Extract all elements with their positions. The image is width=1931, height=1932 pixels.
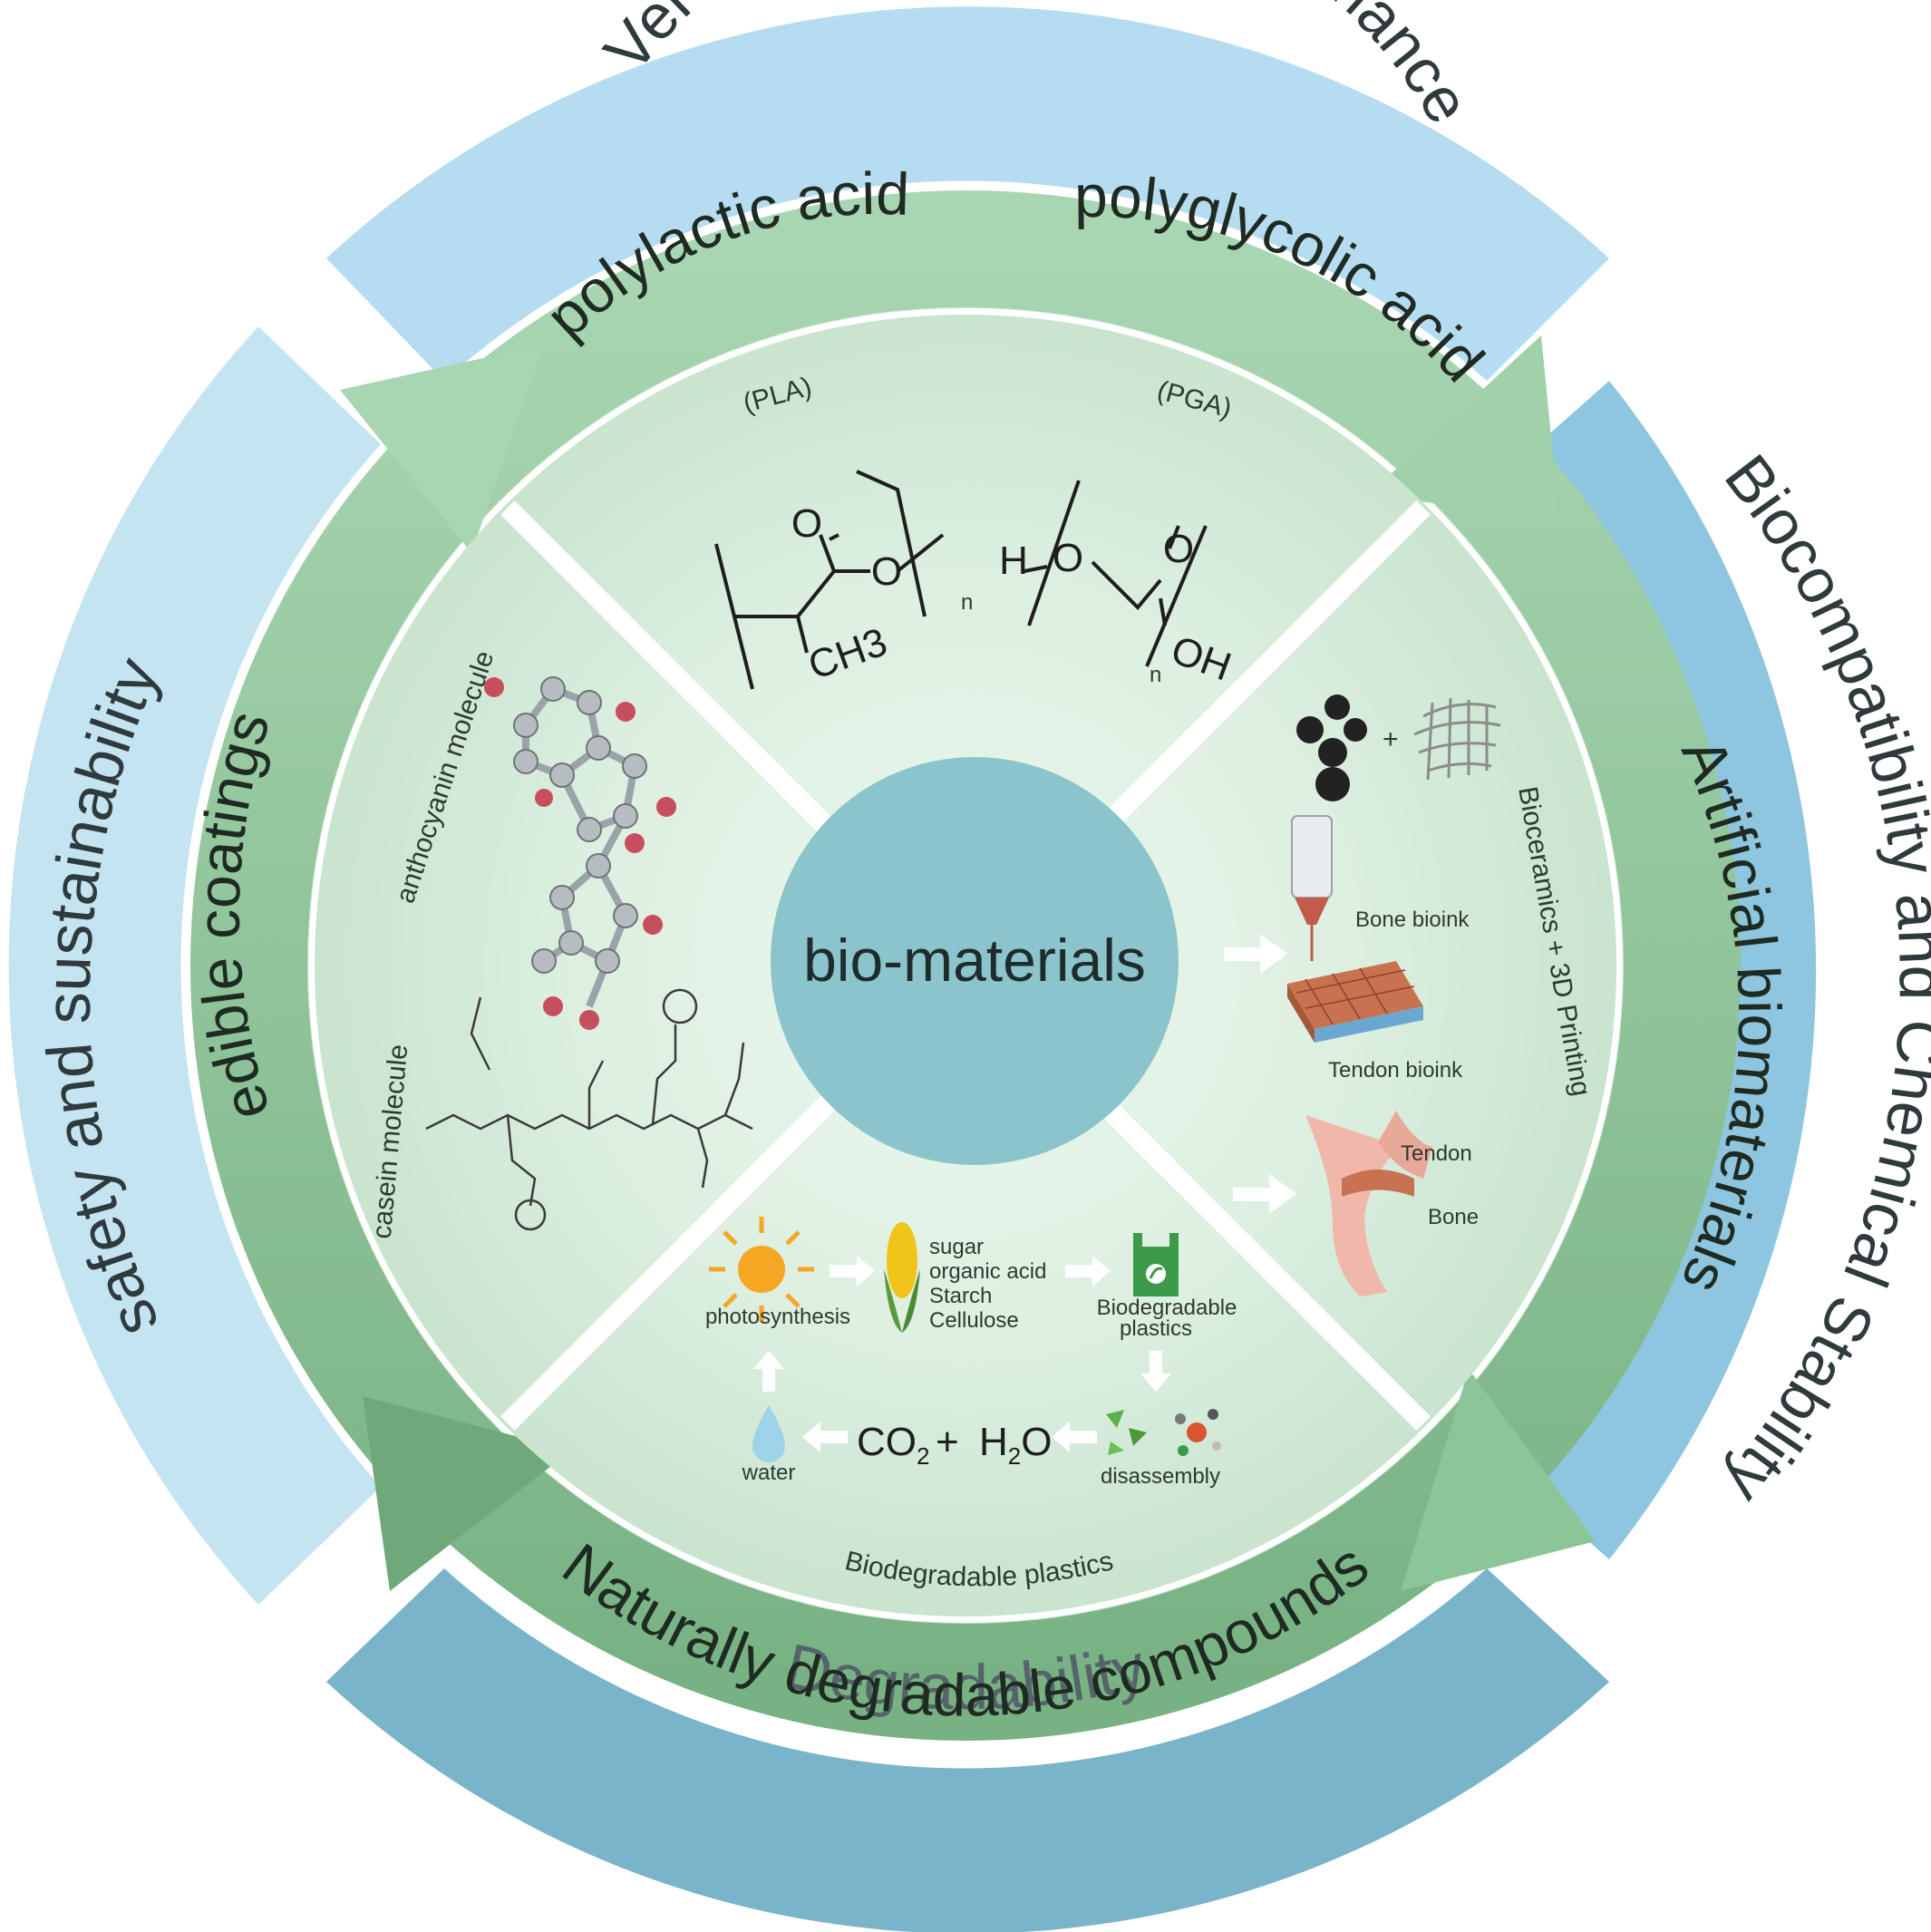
cellulose-label: Cellulose xyxy=(929,1308,1019,1333)
disassembly-label: disassembly xyxy=(1101,1464,1220,1489)
outer-band-bottom xyxy=(326,1568,1609,1932)
biodegradable-label: Biodegradable xyxy=(1097,1296,1237,1320)
sun-icon xyxy=(709,1217,814,1322)
tendon-label: Tendon xyxy=(1401,1141,1472,1166)
plus-sign: + xyxy=(1383,724,1399,754)
ring-arrow-bottom-left xyxy=(363,1396,571,1591)
center-circle: bio-materials xyxy=(771,757,1179,1165)
water-drop-icon xyxy=(752,1405,785,1462)
green-ring xyxy=(190,190,1741,1741)
bioink-scaffold-icon xyxy=(1287,961,1423,1043)
tendon-bioink-label: Tendon bioink xyxy=(1328,1058,1463,1083)
arrow-disassembly-to-h2o xyxy=(1052,1422,1097,1452)
outer-band-top xyxy=(326,6,1609,382)
disassembly-icon xyxy=(1106,1409,1221,1456)
arrow-to-bioink xyxy=(1224,934,1287,974)
pla-n: n xyxy=(961,590,973,615)
arrow-to-knee xyxy=(1233,1174,1296,1214)
arrow-sun-to-corn xyxy=(830,1256,875,1286)
co2-label: CO2 xyxy=(857,1420,929,1470)
syringe-icon xyxy=(1291,815,1333,961)
ring-arrow-top-right xyxy=(1369,335,1559,521)
pga-o-top: O xyxy=(1163,527,1194,571)
plus-co2-h2o: + xyxy=(936,1420,959,1464)
ring-arrow-bottom-right xyxy=(1401,1369,1596,1591)
bone-bioink-label: Bone bioink xyxy=(1355,908,1470,932)
biodegradable-bag-icon xyxy=(1133,1233,1179,1296)
outer-band-left xyxy=(8,326,381,1605)
starch-label: Starch xyxy=(929,1284,992,1308)
pga-structure xyxy=(1024,480,1208,667)
bioceramic-particles-icon xyxy=(1296,694,1367,801)
quadrant-bottom: Biodegradable plastics photosynthesis su… xyxy=(705,1217,1237,1592)
corn-icon xyxy=(884,1222,920,1333)
mesh-scaffold-icon xyxy=(1413,697,1501,781)
photosynthesis-label: photosynthesis xyxy=(705,1305,850,1329)
pga-n: n xyxy=(1150,663,1161,687)
water-label: water xyxy=(742,1461,796,1485)
outer-band-right xyxy=(1487,381,1817,1559)
pla-o-top: O xyxy=(791,501,822,546)
knee-joint-icon xyxy=(1305,1111,1432,1296)
organic-acid-label: organic acid xyxy=(929,1259,1046,1284)
ring-arrow-top-left xyxy=(340,345,544,553)
arrow-bag-down xyxy=(1140,1351,1171,1392)
arrow-corn-to-bag xyxy=(1065,1256,1111,1286)
pga-o-chain: O xyxy=(1053,536,1083,580)
pla-o-chain: O xyxy=(871,549,902,594)
anthocyanin-molecule-icon xyxy=(484,676,676,1030)
sugar-label: sugar xyxy=(929,1235,984,1259)
bone-label: Bone xyxy=(1428,1205,1479,1229)
h2o-label: H2O xyxy=(979,1420,1052,1470)
arrow-water-up xyxy=(753,1351,784,1392)
casein-molecule-icon xyxy=(425,988,753,1231)
center-label: bio-materials xyxy=(803,927,1146,994)
plastics-label: plastics xyxy=(1120,1316,1192,1341)
arrow-co2-to-water xyxy=(802,1422,848,1452)
pla-structure xyxy=(714,470,945,690)
pga-h: H xyxy=(999,539,1028,583)
